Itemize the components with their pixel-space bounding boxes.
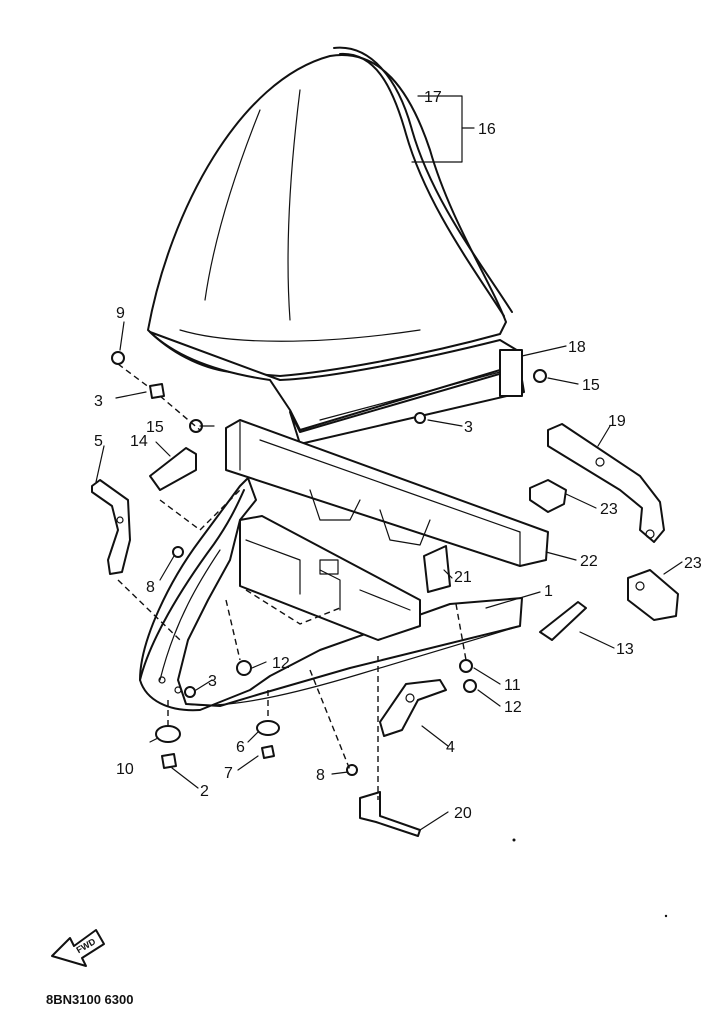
leader-lines [95, 95, 683, 831]
callout-20: 21 [454, 569, 472, 586]
callout-14: 14 [130, 433, 148, 450]
callout-21: 20 [454, 805, 472, 822]
stray-dot [664, 914, 668, 918]
bracket-4 [379, 679, 447, 737]
callout-4: 4 [446, 739, 455, 756]
callout-5: 5 [94, 433, 103, 450]
callout-8b: 8 [316, 767, 325, 784]
callout-12b: 12 [504, 699, 522, 716]
callout-10: 10 [116, 761, 134, 778]
callout-3c: 3 [208, 673, 217, 690]
callout-22: 22 [580, 553, 598, 570]
callout-8a: 8 [146, 579, 155, 596]
bracket-21 [359, 791, 421, 837]
callout-23b: 23 [684, 555, 702, 572]
callout-15a: 15 [582, 377, 600, 394]
bracket-23-upper [529, 479, 567, 513]
callout-23a: 23 [600, 501, 618, 518]
assembly-lines [117, 363, 467, 800]
callout-2: 2 [200, 783, 209, 800]
stray-dot [512, 838, 516, 842]
upper-cowl-frame [149, 331, 525, 445]
callout-6: 6 [236, 739, 245, 756]
callout-13: 13 [616, 641, 634, 658]
lower-fairing [139, 477, 523, 712]
spacer-block [423, 545, 451, 593]
callout-18: 18 [568, 339, 586, 356]
stay-14 [149, 447, 197, 491]
callout-17: 17 [424, 89, 442, 106]
callout-3b: 3 [464, 419, 473, 436]
windshield-trim-molding [333, 46, 513, 317]
callout-9: 9 [116, 305, 125, 322]
callout-12a: 12 [272, 655, 290, 672]
callout-16: 16 [478, 121, 496, 138]
cross-bar [225, 419, 549, 567]
drawing-code: 8BN3100 6300 [46, 992, 133, 1007]
callout-11: 11 [504, 677, 521, 694]
callout-7: 7 [224, 765, 233, 782]
stay-13 [539, 601, 587, 641]
callout-15b: 15 [146, 419, 164, 436]
callout-1: 1 [544, 583, 553, 600]
bracket-23-lower [627, 569, 679, 621]
fasteners [111, 351, 547, 776]
callout-labels: 17 16 9 18 15 3 3 15 19 14 5 23 22 23 8 … [94, 89, 702, 822]
stay-left [91, 479, 131, 575]
instrument-housing [239, 515, 421, 641]
front-arrow-icon: FWD [51, 929, 105, 967]
stay-right [547, 423, 665, 543]
callout-3a: 3 [94, 393, 103, 410]
windshield [147, 54, 507, 377]
callout-19: 19 [608, 413, 626, 430]
